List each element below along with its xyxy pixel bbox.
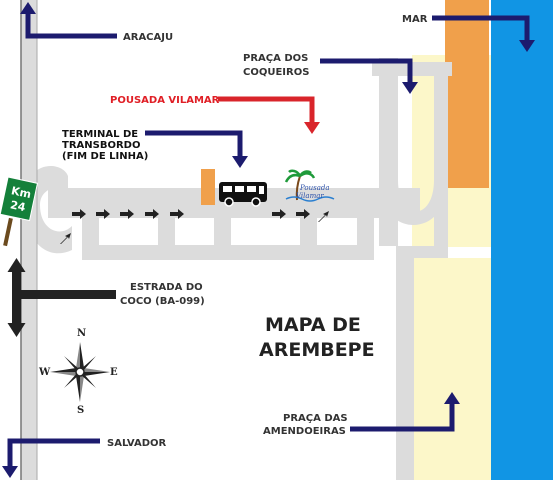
road-direction-arrows xyxy=(60,209,329,244)
road-direction-arrow-icon xyxy=(296,209,310,219)
arrow-praca-coqueiros xyxy=(320,58,413,84)
map-title-line2: AREMBEPE xyxy=(259,339,375,361)
map-title-line1: MAPA DE xyxy=(265,314,361,336)
label-terminal-3: (FIM DE LINHA) xyxy=(62,151,148,162)
road-direction-arrow-icon xyxy=(120,209,134,219)
beach-area-south xyxy=(412,258,491,480)
compass-s: S xyxy=(77,405,84,416)
compass-rose-icon xyxy=(50,342,110,402)
label-praca-coqueiros-1: PRAÇA DOS xyxy=(243,53,308,64)
arrow-pousada xyxy=(218,96,320,134)
label-estrada-2: COCO (BA-099) xyxy=(120,296,205,307)
compass-w: W xyxy=(38,367,51,378)
palm-tree-logo-icon: Pousada Vilamar xyxy=(284,169,335,202)
pousada-logo-text-2: Vilamar xyxy=(296,192,324,200)
arrow-salvador xyxy=(7,438,100,468)
label-pousada-vilamar: POUSADA VILAMAR xyxy=(110,95,220,106)
arrow-praca-amendoeiras xyxy=(350,402,455,432)
label-praca-amendoeiras-2: AMENDOEIRAS xyxy=(263,426,346,437)
label-salvador: SALVADOR xyxy=(107,438,167,449)
label-praca-amendoeiras-1: PRAÇA DAS xyxy=(283,413,348,424)
pousada-logo-text-1: Pousada xyxy=(299,184,330,192)
orange-block xyxy=(445,0,489,188)
arrow-aracaju xyxy=(25,12,117,39)
navy-arrows xyxy=(2,2,535,478)
label-aracaju: ARACAJU xyxy=(123,32,173,43)
estrada-arrow xyxy=(7,258,116,337)
road-direction-arrow-icon xyxy=(96,209,110,219)
road-direction-arrow-icon xyxy=(170,209,184,219)
terminal-marker xyxy=(201,169,215,205)
road-direction-arrow-icon xyxy=(318,211,329,222)
km-sign: Km 24 xyxy=(0,176,39,247)
label-mar: MAR xyxy=(402,14,428,25)
km-sign-line2: 24 xyxy=(9,198,27,214)
arrow-terminal xyxy=(145,130,243,158)
road-direction-arrow-icon xyxy=(145,209,159,219)
compass-n: N xyxy=(77,328,86,339)
roads xyxy=(21,0,452,480)
km-sign-line1: Km xyxy=(10,184,32,201)
sea-area xyxy=(491,0,553,480)
road-direction-arrow-icon xyxy=(72,209,86,219)
road-direction-arrow-icon xyxy=(60,233,71,244)
bus-icon xyxy=(219,182,267,207)
arrow-mar xyxy=(432,15,530,42)
compass-e: E xyxy=(110,367,118,378)
label-estrada-1: ESTRADA DO xyxy=(130,282,203,293)
label-terminal-1: TERMINAL DE xyxy=(62,129,138,140)
road-direction-arrow-icon xyxy=(272,209,286,219)
label-praca-coqueiros-2: COQUEIROS xyxy=(243,67,309,78)
label-terminal-2: TRANSBORDO xyxy=(62,140,140,151)
